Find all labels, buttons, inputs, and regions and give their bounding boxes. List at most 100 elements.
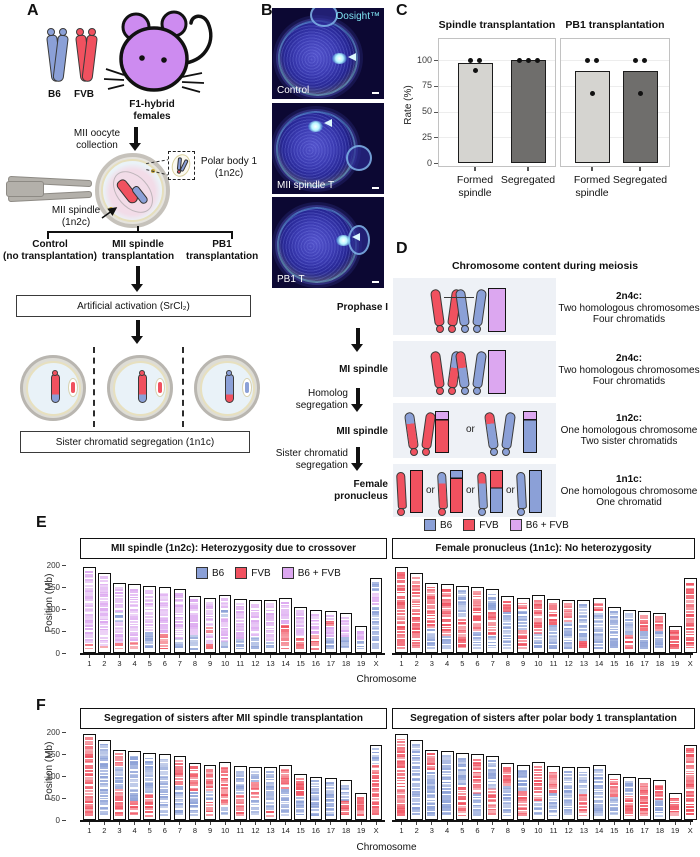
snp-stripe [442,762,451,765]
snp-stripe [518,642,527,645]
snp-stripe [533,623,542,626]
legend-label: FVB [251,567,271,579]
snp-stripe [250,791,259,794]
data-point-dot [525,57,531,63]
snp-stripe [639,622,649,625]
x-tick-label: 6 [475,659,480,668]
snp-stripe [371,599,380,603]
snp-stripe [533,610,542,613]
snp-stripe [427,760,436,763]
x-tick-label: 19 [356,659,366,668]
snp-stripe [296,809,304,812]
snp-stripe [442,636,451,639]
legend-label: B6 [440,519,453,531]
chromosome-bar [339,612,353,653]
snp-stripe [326,620,335,623]
snp-stripe [427,778,436,782]
snp-stripe [341,644,350,648]
snp-stripe [579,779,588,782]
stage-prophase-i: Prophase I [336,302,388,313]
snp-stripe [442,609,451,611]
snp-stripe [250,626,259,629]
snp-stripe [84,620,93,623]
snp-stripe [145,592,153,595]
snp-stripe [457,607,466,611]
x-tick-label: 15 [296,659,305,668]
snp-stripe [190,766,199,769]
snp-stripe [114,647,123,650]
snp-stripe [220,609,229,613]
bracket-tick [47,231,49,239]
karyotype-rect-b6-fvb [450,470,463,513]
snp-stripe [114,767,123,769]
fvb-swatch-icon [463,519,476,531]
snp-stripe [130,636,138,640]
snp-stripe [411,619,421,623]
snp-stripe [265,810,274,813]
snp-stripe [114,768,123,772]
snp-stripe [175,768,184,771]
x-tick-label: 16 [311,659,320,668]
snp-stripe [624,811,633,814]
snp-stripe [250,811,259,814]
snp-stripe [265,807,274,810]
snp-stripe [341,798,350,801]
snp-stripe [411,598,421,601]
snp-stripe [442,634,451,636]
x-tick [477,822,478,825]
snp-stripe [396,595,405,598]
down-arrow-icon [351,388,363,412]
snp-stripe [411,586,421,590]
snp-stripe [220,628,229,631]
x-tick-label: 4 [445,826,450,835]
chromosome-bar [516,598,530,653]
snp-stripe [250,779,259,782]
snp-stripe [175,603,184,606]
snp-stripe [145,786,153,789]
snp-stripe [371,633,380,636]
snp-stripe [442,755,451,758]
snp-stripe [579,632,588,635]
snp-stripe [84,638,93,642]
snp-stripe [594,629,603,632]
snp-stripe [670,803,679,806]
snp-stripe [548,611,557,614]
snp-stripe [371,808,380,810]
snp-stripe [670,630,679,633]
snp-stripe [685,642,694,644]
snp-stripe [472,643,481,647]
x-tick [583,655,585,658]
snp-stripe [594,636,603,639]
snp-stripe [503,786,512,789]
snp-stripe [326,644,335,648]
snp-stripe [396,626,405,628]
snp-stripe [190,622,199,626]
snp-stripe [411,580,421,583]
snp-stripe [296,643,304,647]
snp-stripe [160,763,169,766]
snp-stripe [175,793,184,796]
karyotype-rect-het-b6 [523,411,537,453]
x-tick-label: 3 [429,826,434,835]
snp-stripe [670,798,679,801]
snp-stripe [220,634,229,636]
snp-stripe [371,597,380,600]
snp-stripe [411,588,421,592]
snp-stripe [160,605,169,608]
snp-stripe [442,638,451,642]
x-tick [330,822,332,825]
snp-stripe [99,743,108,746]
snp-stripe [99,613,108,616]
snp-stripe [594,804,603,807]
snp-stripe [84,801,93,803]
snp-stripe [326,808,335,812]
snp-stripe [190,791,199,794]
snp-stripe [624,783,633,787]
snp-stripe [281,606,289,609]
snp-stripe [296,790,304,793]
snp-stripe [371,621,380,624]
x-tick-label: 11 [549,826,558,835]
scale-bar [372,281,379,283]
x-tick [375,655,377,658]
snp-stripe [130,756,138,760]
